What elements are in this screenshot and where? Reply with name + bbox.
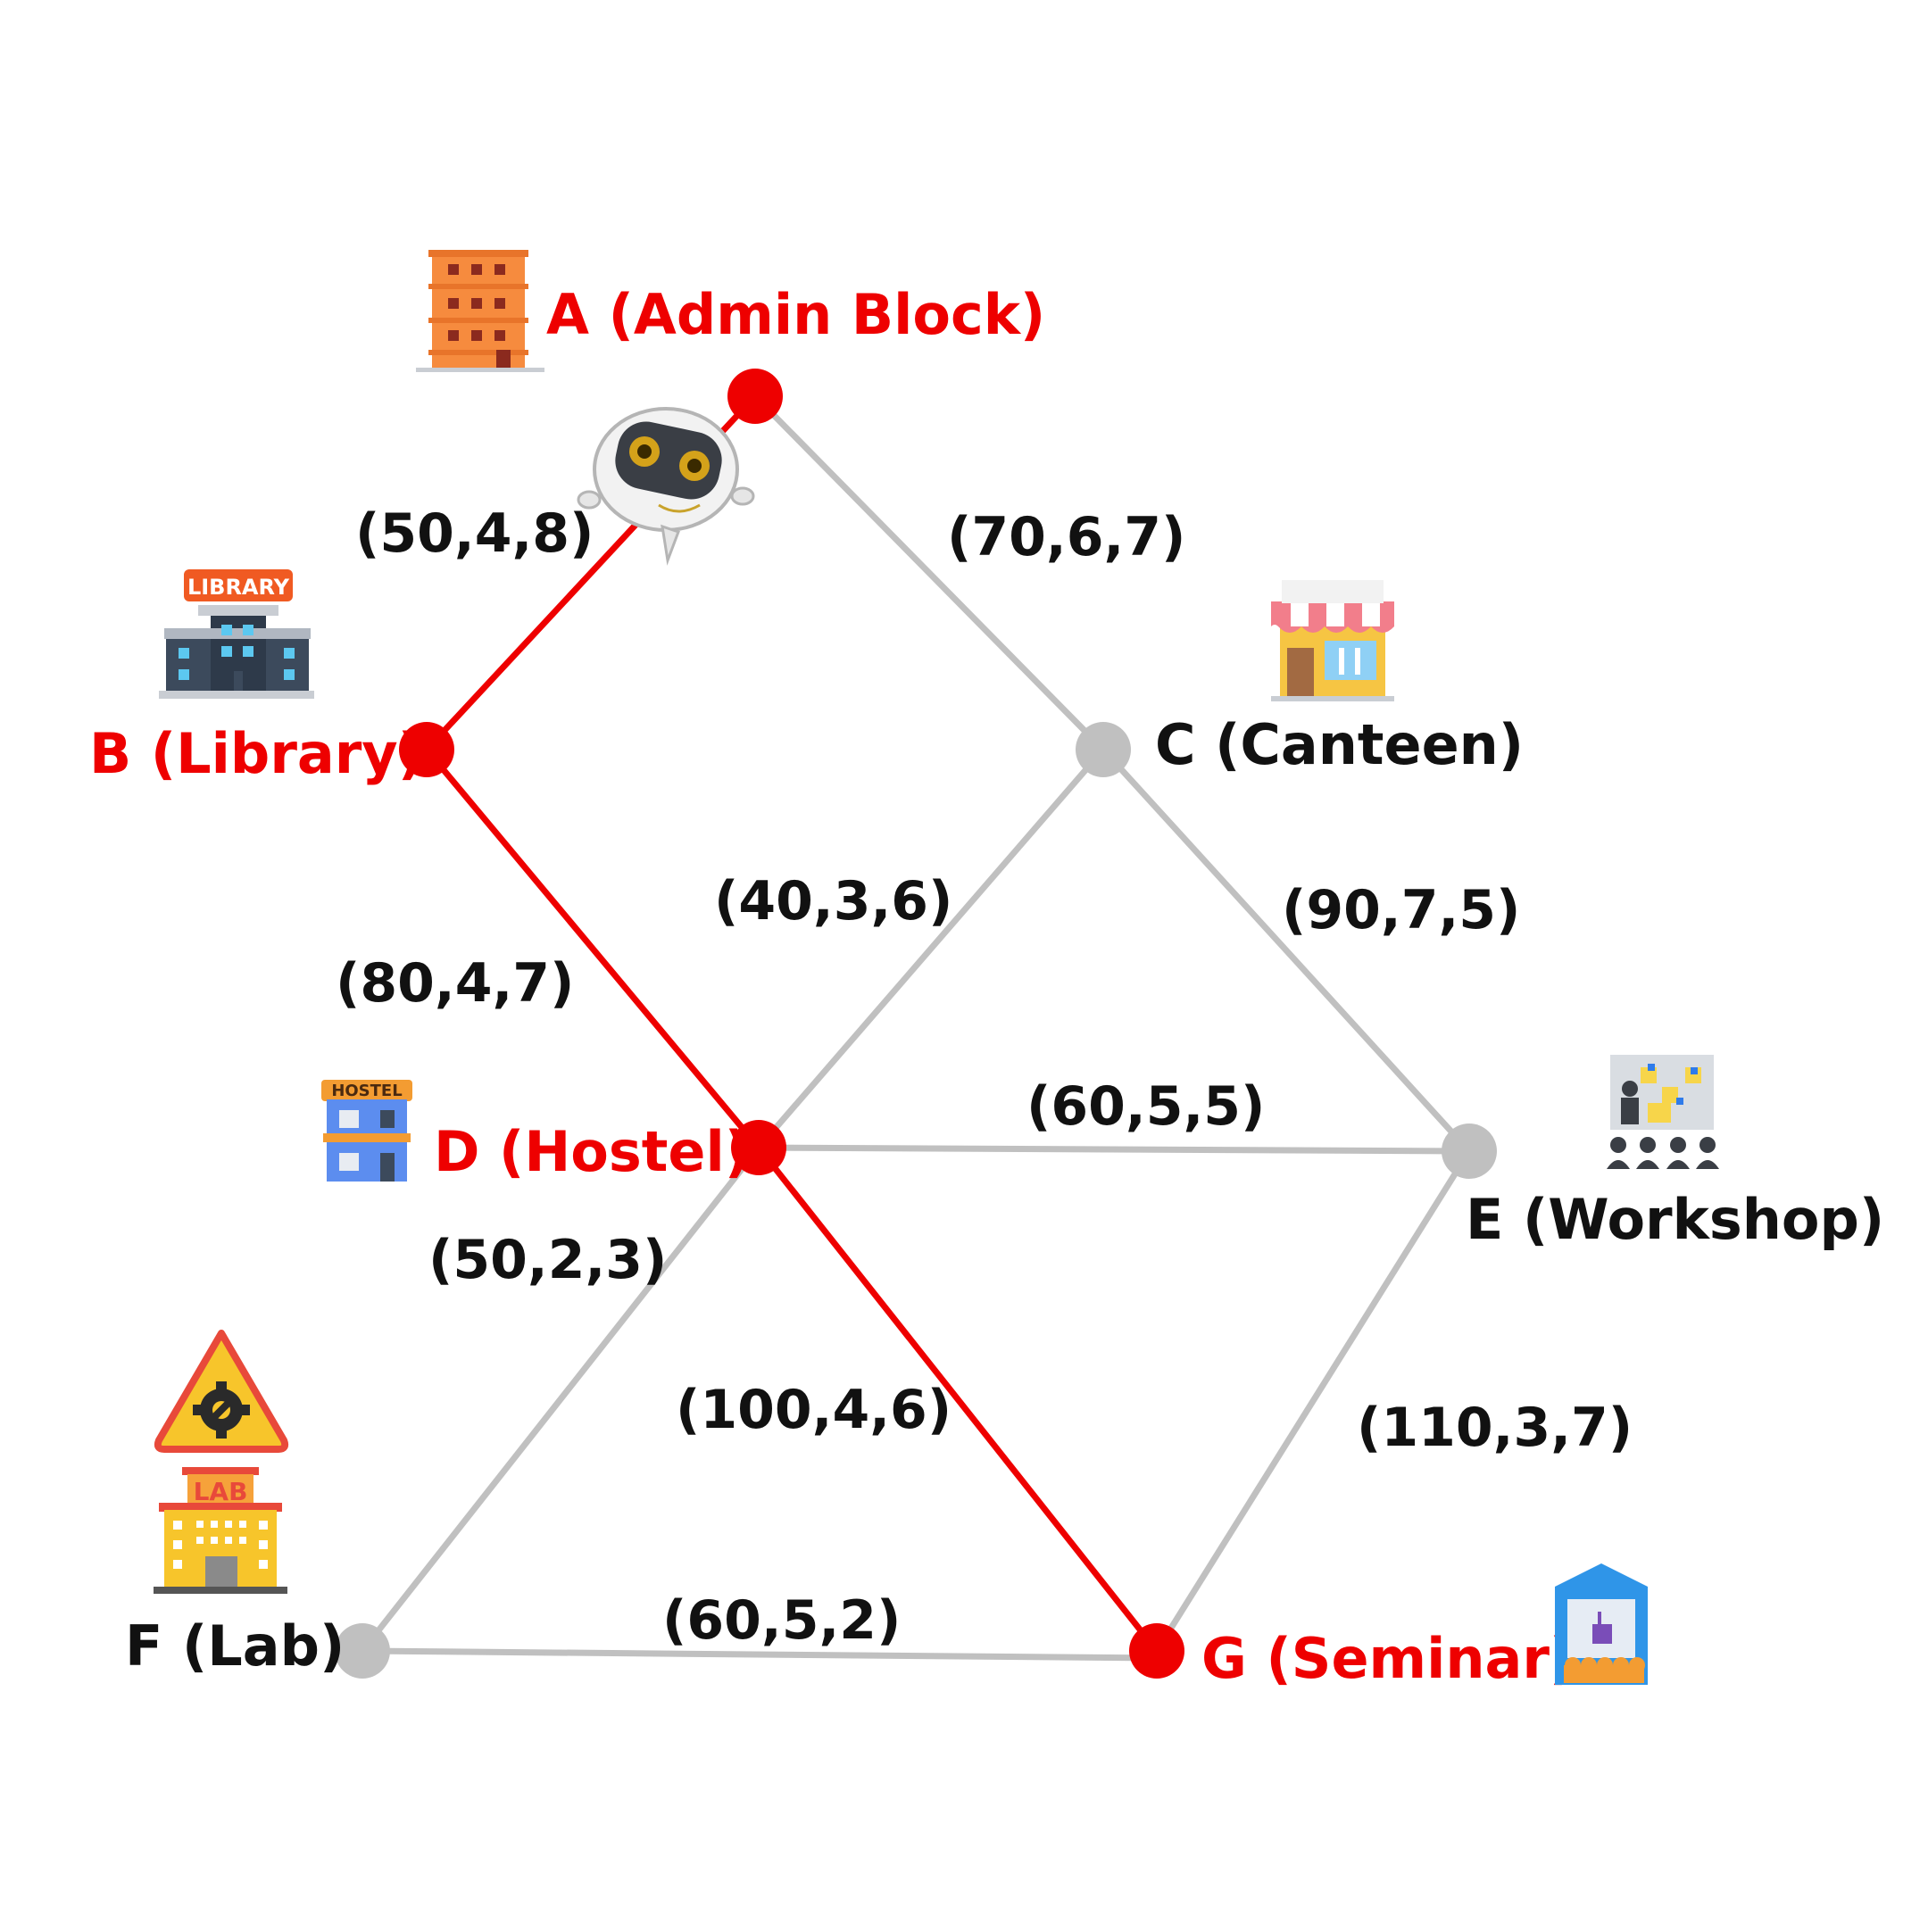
- edge-F-G: [362, 1647, 1158, 1662]
- edge-label-A-B: (50,4,8): [355, 502, 594, 565]
- edge-label-F-G: (60,5,2): [662, 1589, 901, 1652]
- edge-D-G: [756, 1145, 1159, 1654]
- library-building-icon: LIBRARY: [159, 569, 314, 699]
- nodes: [335, 369, 1497, 1679]
- node-C[interactable]: [1076, 722, 1131, 777]
- edge-label-D-F: (50,2,3): [428, 1229, 667, 1291]
- edge-B-D: [424, 747, 761, 1150]
- node-label-C: C (Canteen): [1155, 712, 1524, 777]
- edges: [360, 394, 1472, 1662]
- node-D[interactable]: [731, 1120, 786, 1175]
- edge-labels: (50,4,8) (70,6,7) (80,4,7) (40,3,6) (90,…: [336, 502, 1633, 1652]
- lab-building-icon: LAB: [154, 1467, 287, 1594]
- edge-label-C-D: (40,3,6): [714, 870, 952, 933]
- node-G[interactable]: [1129, 1623, 1184, 1679]
- svg-text:LIBRARY: LIBRARY: [187, 575, 290, 600]
- edge-A-C: [752, 394, 1106, 752]
- edge-D-E: [758, 1144, 1470, 1155]
- edge-E-G: [1154, 1149, 1472, 1653]
- node-label-F: F (Lab): [125, 1613, 345, 1679]
- edge-label-D-E: (60,5,5): [1026, 1075, 1265, 1138]
- seminar-hall-icon: [1555, 1563, 1648, 1685]
- edge-C-E: [1101, 747, 1472, 1154]
- node-label-D: D (Hostel): [434, 1119, 750, 1184]
- edge-D-F: [360, 1145, 761, 1654]
- node-labels: A (Admin Block) B (Library) C (Canteen) …: [89, 282, 1884, 1691]
- svg-text:HOSTEL: HOSTEL: [331, 1082, 402, 1100]
- edge-label-C-E: (90,7,5): [1282, 879, 1520, 941]
- node-A[interactable]: [727, 369, 783, 424]
- workshop-presentation-icon: [1607, 1055, 1719, 1169]
- node-label-G: G (Seminar): [1201, 1626, 1575, 1691]
- robot-icon: [577, 407, 755, 566]
- edge-label-D-G: (100,4,6): [676, 1379, 952, 1441]
- canteen-shop-icon: [1271, 580, 1394, 701]
- node-label-A: A (Admin Block): [546, 282, 1045, 347]
- node-label-B: B (Library): [89, 721, 423, 786]
- node-label-E: E (Workshop): [1466, 1187, 1884, 1252]
- admin-building-icon: [416, 250, 544, 372]
- node-E[interactable]: [1442, 1124, 1497, 1179]
- edge-label-B-D: (80,4,7): [336, 952, 574, 1015]
- edge-C-D: [756, 747, 1106, 1150]
- svg-text:LAB: LAB: [194, 1477, 248, 1506]
- hostel-building-icon: HOSTEL: [321, 1080, 412, 1182]
- warning-gear-icon: [154, 1330, 289, 1453]
- edge-label-E-G: (110,3,7): [1357, 1397, 1633, 1459]
- node-F[interactable]: [335, 1623, 390, 1679]
- edge-label-A-C: (70,6,7): [947, 506, 1185, 568]
- node-B[interactable]: [399, 722, 454, 777]
